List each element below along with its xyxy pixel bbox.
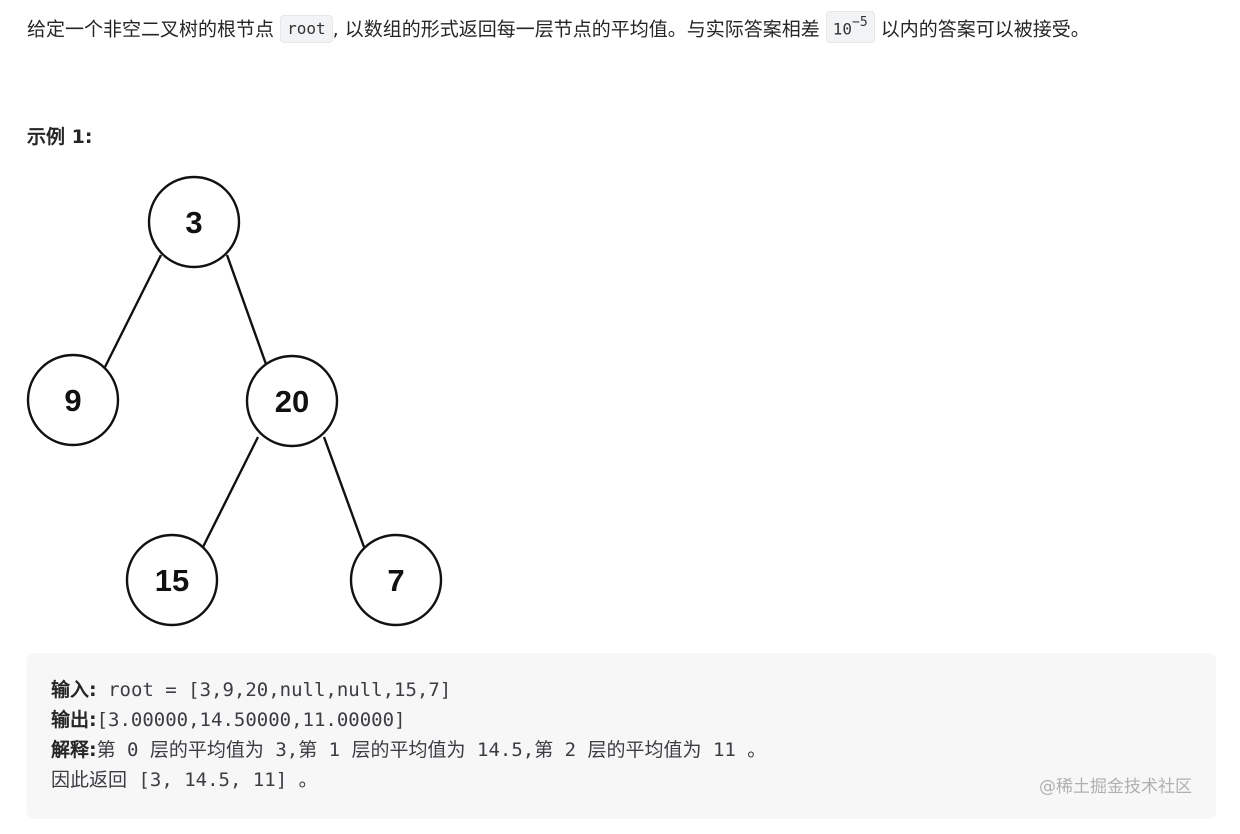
problem-description: 给定一个非空二叉树的根节点 root, 以数组的形式返回每一层节点的平均值。与实…	[27, 11, 1090, 44]
tree-node-15-label: 15	[155, 563, 189, 598]
output-label: 输出:	[51, 709, 97, 731]
example-io-text: 输入: root = [3,9,20,null,null,15,7] 输出:[3…	[51, 675, 766, 795]
tolerance-base: 10	[832, 19, 853, 39]
tree-edge-20-7	[322, 436, 366, 548]
tree-node-9-label: 9	[64, 383, 81, 418]
explanation-line-2: 因此返回 [3, 14.5, 11] 。	[51, 769, 318, 791]
binary-tree-diagram: 3 9 20 15 7	[26, 175, 443, 627]
description-text-2: 以数组的形式返回每一层节点的平均值。与实际答案相差	[344, 18, 820, 41]
input-value: root = [3,9,20,null,null,15,7]	[108, 679, 452, 701]
output-value: [3.00000,14.50000,11.00000]	[96, 709, 406, 731]
description-text-1: 给定一个非空二叉树的根节点	[27, 18, 275, 41]
tree-edge-3-9	[103, 254, 163, 368]
tree-node-9: 9	[26, 353, 120, 447]
tree-node-3-label: 3	[185, 205, 202, 240]
tree-edge-20-15	[201, 436, 260, 548]
tree-node-20: 20	[245, 354, 339, 448]
tree-node-7-label: 7	[387, 563, 404, 598]
watermark: @稀土掘金技术社区	[1039, 777, 1192, 797]
tree-node-20-label: 20	[275, 384, 309, 419]
description-text-3: 以内的答案可以被接受。	[880, 18, 1090, 41]
example-title: 示例 1:	[27, 126, 93, 148]
tree-edge-3-20	[225, 254, 269, 368]
tree-node-3: 3	[147, 175, 241, 269]
input-label: 输入:	[51, 679, 97, 701]
tree-node-15: 15	[125, 533, 219, 627]
example-io-block: 输入: root = [3,9,20,null,null,15,7] 输出:[3…	[27, 653, 1216, 819]
tree-node-7: 7	[349, 533, 443, 627]
inline-code-tolerance: 10−5	[825, 11, 875, 44]
description-separator: ,	[332, 18, 339, 41]
explanation-line-1: 第 0 层的平均值为 3,第 1 层的平均值为 14.5,第 2 层的平均值为 …	[96, 739, 767, 761]
inline-code-root: root	[280, 15, 333, 44]
explanation-label: 解释:	[51, 739, 97, 761]
tolerance-exponent: −5	[852, 15, 868, 30]
